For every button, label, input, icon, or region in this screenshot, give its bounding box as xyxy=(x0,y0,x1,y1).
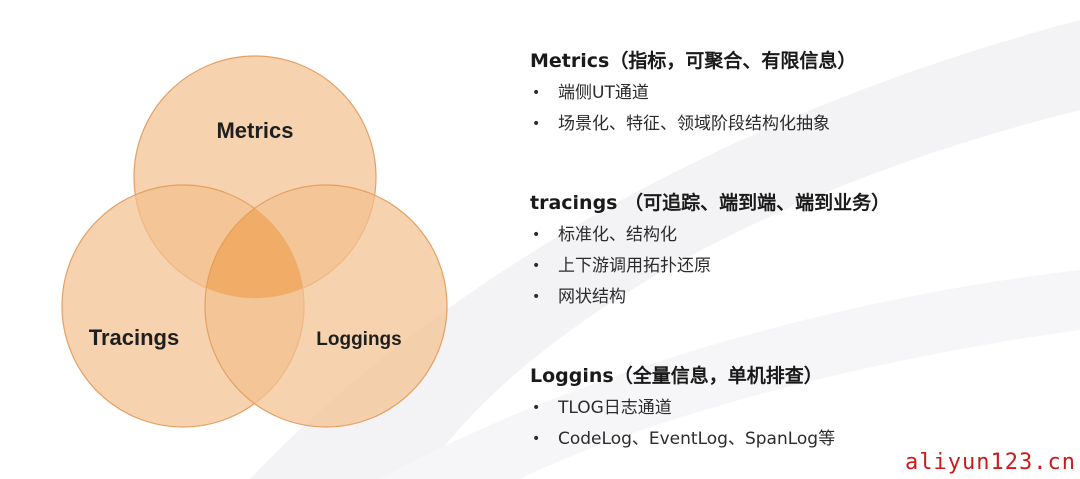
bullet-icon: • xyxy=(532,431,541,447)
section-title-tracings: tracings （可追踪、端到端、端到业务） xyxy=(530,192,891,214)
info-panel: Metrics（指标，可聚合、有限信息） • 端侧UT通道 • 场景化、特征、领域阶… xyxy=(530,44,1050,455)
list-item: • 网状结构 xyxy=(530,282,1050,313)
bullet-icon: • xyxy=(532,400,541,416)
bullet-list-metrics: • 端侧UT通道 • 场景化、特征、领域阶段结构化抽象 xyxy=(530,78,1050,140)
list-item: • 标准化、结构化 xyxy=(530,220,1050,251)
label-metrics: Metrics xyxy=(216,118,293,143)
list-item-text: 场景化、特征、领域阶段结构化抽象 xyxy=(558,114,830,134)
list-item: • 上下游调用拓扑还原 xyxy=(530,251,1050,282)
bullet-icon: • xyxy=(532,289,541,305)
list-item-text: 端侧UT通道 xyxy=(558,83,649,103)
list-item: • CodeLog、EventLog、SpanLog等 xyxy=(530,424,1050,455)
list-item-text: TLOG日志通道 xyxy=(558,398,672,418)
list-item: • 端侧UT通道 xyxy=(530,78,1050,109)
list-item-text: 标准化、结构化 xyxy=(558,225,677,245)
list-item-text: CodeLog、EventLog、SpanLog等 xyxy=(558,429,836,449)
list-item: • 场景化、特征、领域阶段结构化抽象 xyxy=(530,109,1050,140)
venn-diagram: Metrics Tracings Loggings xyxy=(61,55,448,428)
bullet-icon: • xyxy=(532,258,541,274)
section-metrics: Metrics（指标，可聚合、有限信息） • 端侧UT通道 • 场景化、特征、领域阶… xyxy=(530,44,1050,140)
bullet-list-loggins: • TLOG日志通道 • CodeLog、EventLog、SpanLog等 xyxy=(530,393,1050,455)
bullet-icon: • xyxy=(532,116,541,132)
section-title-metrics: Metrics（指标，可聚合、有限信息） xyxy=(530,50,857,72)
watermark-text: aliyun123.cn xyxy=(905,450,1076,475)
list-item-text: 上下游调用拓扑还原 xyxy=(558,256,711,276)
section-title-loggins: Loggins（全量信息，单机排查） xyxy=(530,365,823,387)
list-item: • TLOG日志通道 xyxy=(530,393,1050,424)
bullet-list-tracings: • 标准化、结构化 • 上下游调用拓扑还原 • 网状结构 xyxy=(530,220,1050,313)
label-loggings: Loggings xyxy=(316,329,401,350)
bullet-icon: • xyxy=(532,85,541,101)
section-loggins: Loggins（全量信息，单机排查） • TLOG日志通道 • CodeLog、Ev… xyxy=(530,359,1050,455)
bullet-icon: • xyxy=(532,227,541,243)
section-spacer xyxy=(530,313,1050,359)
swoosh-shape xyxy=(250,20,1080,479)
list-item-text: 网状结构 xyxy=(558,287,626,307)
label-tracings: Tracings xyxy=(89,325,179,350)
section-spacer xyxy=(530,140,1050,186)
section-tracings: tracings （可追踪、端到端、端到业务） • 标准化、结构化 • 上下游调用拓… xyxy=(530,186,1050,313)
swoosh-shape-lower xyxy=(380,270,1080,479)
center-overlap xyxy=(205,185,304,298)
